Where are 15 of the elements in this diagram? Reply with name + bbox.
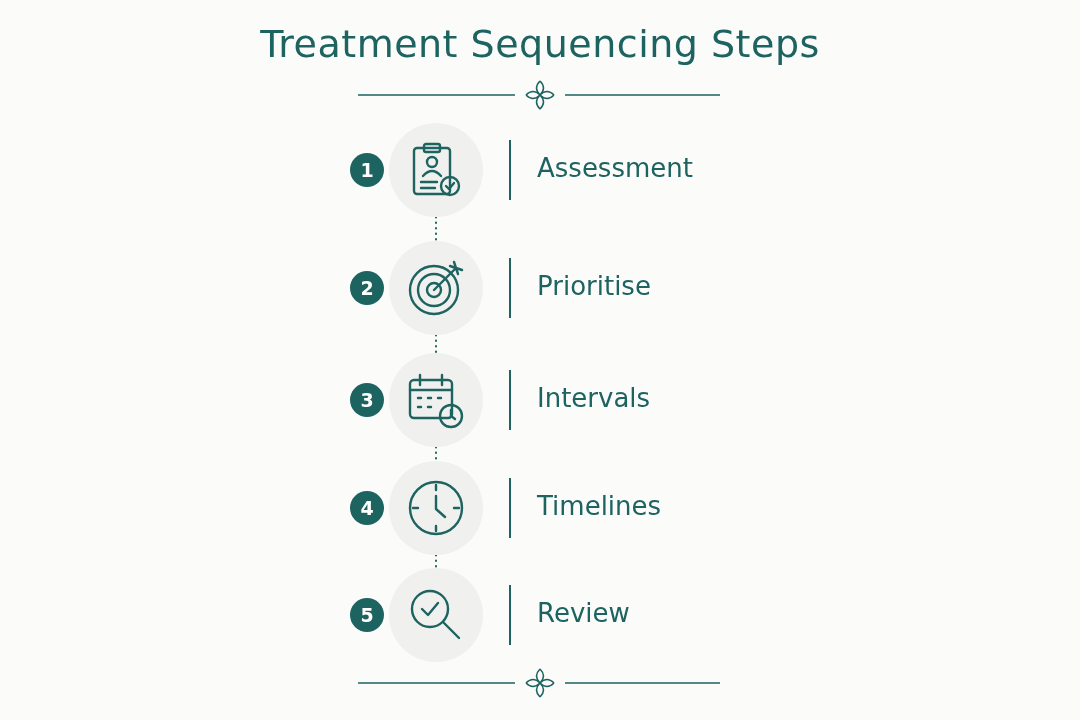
- step-number-badge: 4: [350, 491, 384, 525]
- step-number-badge: 3: [350, 383, 384, 417]
- step-number-badge: 1: [350, 153, 384, 187]
- step-number-badge: 5: [350, 598, 384, 632]
- step-label: Review: [537, 598, 630, 628]
- step-number-badge: 2: [350, 271, 384, 305]
- dotted-connector: [435, 446, 437, 462]
- dotted-connector: [435, 554, 437, 569]
- dotted-connector: [435, 216, 437, 242]
- step-label: Assessment: [537, 153, 693, 183]
- step-label: Timelines: [537, 491, 662, 521]
- dotted-connector: [435, 334, 437, 354]
- step-label: Prioritise: [537, 271, 651, 301]
- step-label: Intervals: [537, 383, 651, 413]
- title: Treatment Sequencing Steps: [259, 22, 821, 66]
